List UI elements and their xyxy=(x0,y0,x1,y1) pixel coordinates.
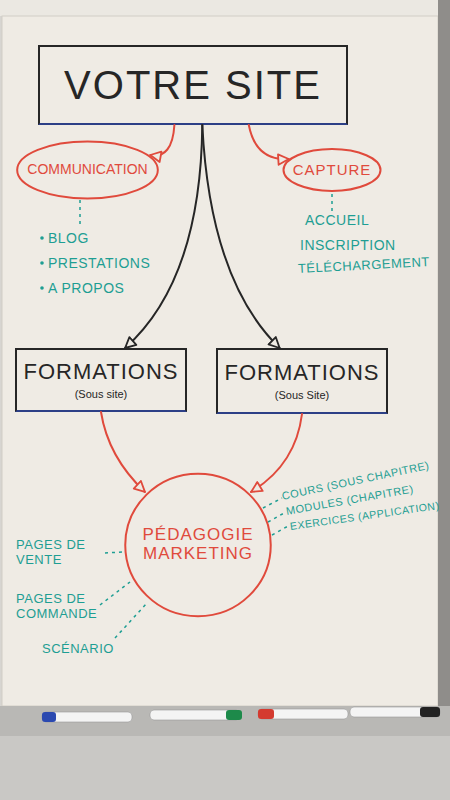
outline-ellipse xyxy=(284,149,381,191)
topic-ellipse: CAPTURE xyxy=(282,148,382,192)
pedagogy-circle: PÉDAGOGIE MARKETING xyxy=(123,470,273,620)
note-label: BLOG xyxy=(48,230,89,246)
note-label: PAGES DE VENTE xyxy=(16,538,108,568)
arrow-connector xyxy=(251,414,302,492)
node-subtitle: (Sous site) xyxy=(75,388,128,400)
note-label: INSCRIPTION xyxy=(300,237,396,253)
note-label: SCÉNARIO xyxy=(42,642,114,657)
leader-line xyxy=(105,552,122,553)
arrow-connector xyxy=(125,125,202,348)
subsite-box: FORMATIONS (Sous site) xyxy=(15,348,187,412)
leader-line xyxy=(268,512,286,522)
marker-cap xyxy=(258,709,274,719)
leader-line xyxy=(272,525,290,535)
node-title: PÉDAGOGIE MARKETING xyxy=(136,526,261,563)
site-box: VOTRE SITE xyxy=(38,45,348,125)
arrow-connector xyxy=(249,125,289,159)
note-label: A PROPOS xyxy=(48,280,124,296)
node-title: VOTRE SITE xyxy=(64,63,322,107)
marker-pen xyxy=(42,712,132,722)
bullets xyxy=(40,236,44,290)
bullet-dot xyxy=(40,236,44,240)
arrow-connector xyxy=(202,125,279,348)
marker-cap xyxy=(420,707,440,717)
marker-cap xyxy=(42,712,56,722)
note-label: PRESTATIONS xyxy=(48,255,150,271)
note-label: PAGES DE COMMANDE xyxy=(16,592,116,622)
note-label: ACCUEIL xyxy=(305,212,369,228)
bullet-dot xyxy=(40,261,44,265)
outline-ellipse xyxy=(17,142,158,199)
node-title: FORMATIONS xyxy=(23,360,178,384)
leader-line xyxy=(331,194,333,214)
bullet-dot xyxy=(40,286,44,290)
topic-ellipse: COMMUNICATION xyxy=(15,140,160,200)
marker-pen xyxy=(350,707,440,717)
node-title: COMMUNICATION xyxy=(27,162,147,177)
node-title: CAPTURE xyxy=(293,162,372,179)
arrow-connector xyxy=(101,412,145,492)
leader-line xyxy=(263,498,282,508)
node-title: FORMATIONS xyxy=(224,361,379,385)
marker-cap xyxy=(226,710,242,720)
leader-line xyxy=(79,200,81,228)
marker-pen xyxy=(258,709,348,719)
subsite-box: FORMATIONS (Sous Site) xyxy=(216,348,388,414)
outline-ellipse xyxy=(125,474,271,617)
easel-tray xyxy=(0,706,450,736)
paper-sheet xyxy=(2,16,438,706)
arrow-connector xyxy=(150,125,174,155)
leader-line xyxy=(115,603,147,638)
floor xyxy=(0,736,450,800)
easel-edge xyxy=(438,0,450,720)
leader-line xyxy=(100,582,130,605)
node-subtitle: (Sous Site) xyxy=(275,389,329,401)
previous-sheet xyxy=(0,0,440,16)
